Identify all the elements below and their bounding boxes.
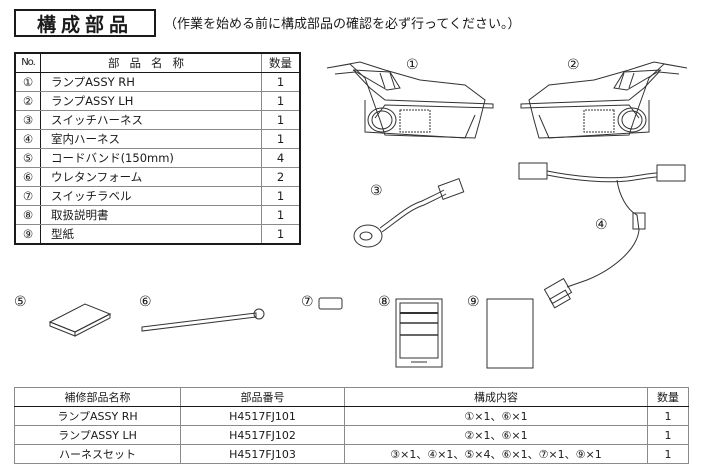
- table-row: ② ランプASSY LH 1: [14, 91, 301, 111]
- row-name: 室内ハーネス: [40, 129, 262, 149]
- repair-name: ハーネスセット: [14, 444, 181, 464]
- label-switch-harness: ③: [370, 183, 383, 199]
- label-template: ⑨: [467, 294, 480, 310]
- row-no: ⑨: [14, 224, 41, 245]
- row-name: 型紙: [40, 224, 262, 245]
- row-no: ③: [14, 110, 41, 130]
- row-no: ④: [14, 129, 41, 149]
- row-name: 取扱説明書: [40, 205, 262, 225]
- header-part-number: 部品番号: [180, 387, 345, 407]
- label-interior-harness: ④: [595, 217, 608, 233]
- row-qty: 4: [261, 148, 301, 168]
- urethane-foam-illustration: [48, 303, 112, 337]
- interior-harness-illustration: [518, 162, 686, 305]
- section-title-text: 構成部品: [36, 13, 133, 36]
- table-row: ③ スイッチハーネス 1: [14, 110, 301, 130]
- table-row: ⑨ 型紙 1: [14, 224, 301, 245]
- row-name: ランプASSY RH: [40, 72, 262, 92]
- part-number: H4517FJ103: [180, 444, 345, 464]
- switch-harness-illustration: [353, 178, 465, 248]
- header-repair-qty: 数量: [647, 387, 689, 407]
- row-name: ランプASSY LH: [40, 91, 262, 111]
- table-row: ランプASSY RH H4517FJ101 ①×1、⑥×1 1: [14, 406, 689, 426]
- table-row: ⑧ 取扱説明書 1: [14, 205, 301, 225]
- part-number: H4517FJ101: [180, 406, 345, 426]
- manual-illustration: [395, 298, 443, 368]
- switch-label-illustration: [318, 297, 343, 310]
- row-no: ⑤: [14, 148, 41, 168]
- row-name: コードバンド(150mm): [40, 148, 262, 168]
- row-no: ②: [14, 91, 41, 111]
- part-number: H4517FJ102: [180, 425, 345, 445]
- row-name: スイッチハーネス: [40, 110, 262, 130]
- repair-qty: 1: [647, 406, 689, 426]
- row-qty: 1: [261, 186, 301, 206]
- connector-illustration: [549, 289, 571, 309]
- row-no: ⑦: [14, 186, 41, 206]
- label-cord-band: ⑥: [139, 294, 152, 310]
- table-row: ランプASSY LH H4517FJ102 ②×1、⑥×1 1: [14, 425, 689, 445]
- table-row: ハーネスセット H4517FJ103 ③×1、④×1、⑤×4、⑥×1、⑦×1、⑨…: [14, 444, 689, 464]
- row-no: ⑧: [14, 205, 41, 225]
- repair-name: ランプASSY RH: [14, 406, 181, 426]
- repair-table-header: 補修部品名称 部品番号 構成内容 数量: [14, 387, 689, 407]
- table-row: ⑥ ウレタンフォーム 2: [14, 167, 301, 187]
- row-qty: 1: [261, 110, 301, 130]
- row-name: ウレタンフォーム: [40, 167, 262, 187]
- repair-qty: 1: [647, 425, 689, 445]
- repair-qty: 1: [647, 444, 689, 464]
- parts-table: No. 部品名称 数量 ① ランプASSY RH 1 ② ランプASSY LH …: [14, 52, 301, 245]
- row-qty: 1: [261, 91, 301, 111]
- header-contents: 構成内容: [344, 387, 648, 407]
- contents: ③×1、④×1、⑤×4、⑥×1、⑦×1、⑨×1: [344, 444, 648, 464]
- label-lamp-rh: ①: [406, 57, 419, 73]
- table-row: ⑤ コードバンド(150mm) 4: [14, 148, 301, 168]
- lamp-lh-illustration: [520, 61, 688, 139]
- header-repair-name: 補修部品名称: [14, 387, 181, 407]
- repair-parts-table: 補修部品名称 部品番号 構成内容 数量 ランプASSY RH H4517FJ10…: [14, 387, 689, 464]
- table-row: ⑦ スイッチラベル 1: [14, 186, 301, 206]
- header-qty: 数量: [261, 52, 301, 73]
- template-illustration: [486, 298, 534, 369]
- label-lamp-lh: ②: [567, 57, 580, 73]
- row-name: スイッチラベル: [40, 186, 262, 206]
- contents: ①×1、⑥×1: [344, 406, 648, 426]
- row-no: ⑥: [14, 167, 41, 187]
- row-no: ①: [14, 72, 41, 92]
- label-manual: ⑧: [378, 294, 391, 310]
- header-name: 部品名称: [40, 52, 262, 73]
- row-qty: 1: [261, 129, 301, 149]
- section-title: 構成部品: [14, 9, 156, 37]
- repair-name: ランプASSY LH: [14, 425, 181, 445]
- row-qty: 1: [261, 224, 301, 245]
- lamp-rh-illustration: [326, 61, 494, 139]
- header-no: No.: [14, 52, 41, 73]
- parts-table-header: No. 部品名称 数量: [14, 52, 301, 73]
- label-cord-band-foam: ⑤: [14, 294, 27, 310]
- row-qty: 1: [261, 72, 301, 92]
- instruction-note: （作業を始める前に構成部品の確認を必ず行ってください。）: [164, 17, 521, 32]
- cord-band-illustration: [141, 308, 265, 332]
- table-row: ④ 室内ハーネス 1: [14, 129, 301, 149]
- row-qty: 1: [261, 205, 301, 225]
- row-qty: 2: [261, 167, 301, 187]
- label-switch-label: ⑦: [301, 294, 314, 310]
- table-row: ① ランプASSY RH 1: [14, 72, 301, 92]
- contents: ②×1、⑥×1: [344, 425, 648, 445]
